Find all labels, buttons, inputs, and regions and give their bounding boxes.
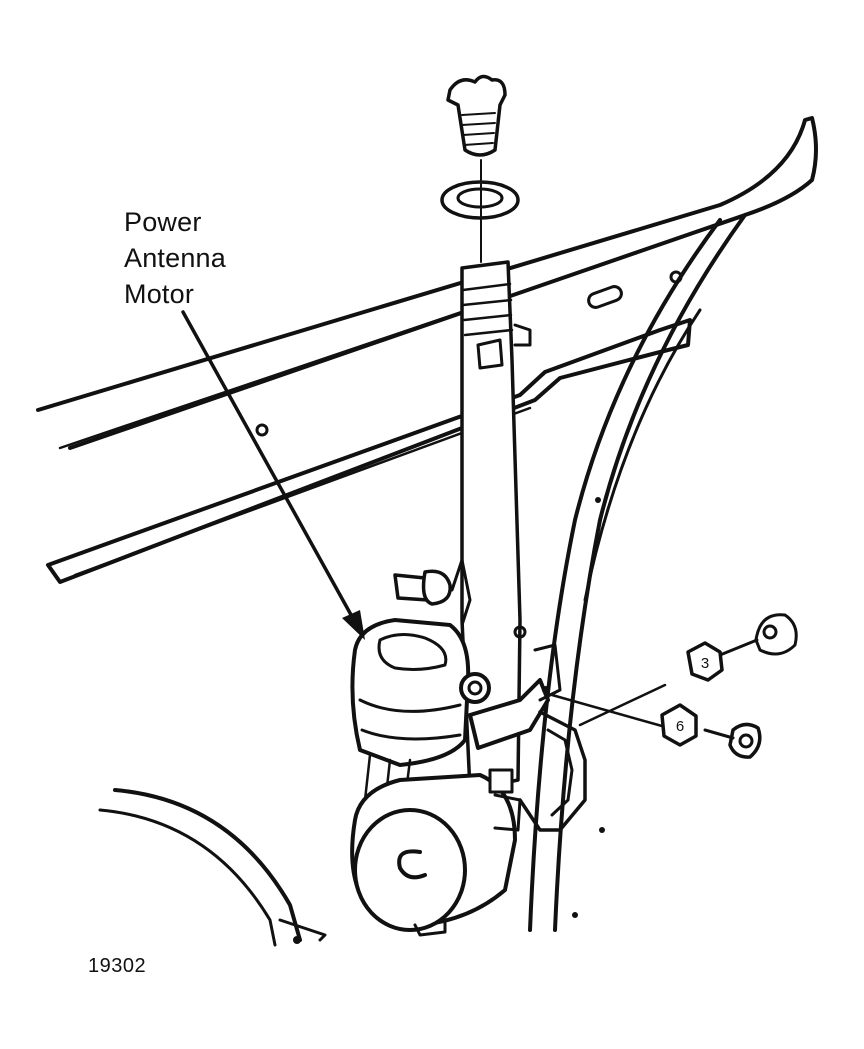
upper-nut-label: 3 — [701, 655, 709, 672]
power-antenna-motor-label: Power Antenna Motor — [124, 204, 226, 312]
wheel-arch — [98, 788, 327, 947]
support-bracket — [528, 213, 747, 932]
upper-nut-3 — [686, 641, 724, 682]
callout-line-3: Motor — [124, 279, 195, 309]
lower-nut-6 — [660, 703, 698, 747]
lower-nut-label: 6 — [676, 718, 684, 735]
figure-number: 19302 — [88, 955, 147, 977]
fasteners — [550, 613, 798, 759]
antenna-motor — [350, 558, 587, 937]
antenna-mast — [440, 74, 532, 792]
callout-line-2: Antenna — [124, 243, 226, 273]
callout-line-1: Power — [124, 207, 202, 237]
fender-panel — [36, 116, 818, 584]
callout-arrow — [181, 310, 365, 640]
